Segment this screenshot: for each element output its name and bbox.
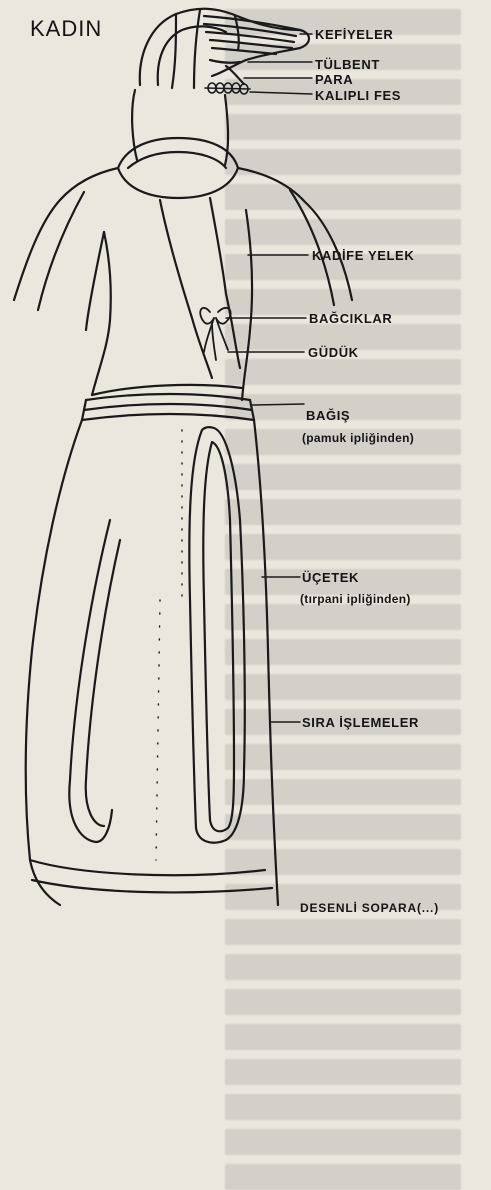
belt (82, 394, 254, 420)
footer-caption: DESENLİ SOPARA(...) (300, 901, 439, 915)
label-bagis-note: (pamuk ipliğinden) (302, 431, 414, 445)
label-tulbent: TÜLBENT (315, 57, 380, 72)
vest (86, 198, 252, 400)
label-kadife-yelek: KADİFE YELEK (312, 248, 414, 263)
label-guduk: GÜDÜK (308, 345, 359, 360)
label-bagciklar: BAĞCIKLAR (309, 311, 392, 326)
bow-ties (200, 308, 230, 360)
label-kalipli-fes: KALIPLI FES (315, 88, 401, 103)
headdress (140, 9, 309, 94)
label-kefiyeler: KEFİYELER (315, 27, 393, 42)
label-sira-islemeler: SIRA İŞLEMELER (302, 715, 419, 730)
leader-lines (226, 34, 312, 722)
label-ucetek: ÜÇETEK (302, 570, 359, 585)
label-para: PARA (315, 72, 353, 87)
dress (26, 420, 278, 905)
label-ucetek-note: (tırpani ipliğinden) (300, 592, 411, 606)
label-bagis: BAĞIŞ (306, 408, 350, 423)
collar (118, 90, 238, 198)
coins-row (205, 83, 250, 94)
costume-illustration (0, 0, 491, 911)
